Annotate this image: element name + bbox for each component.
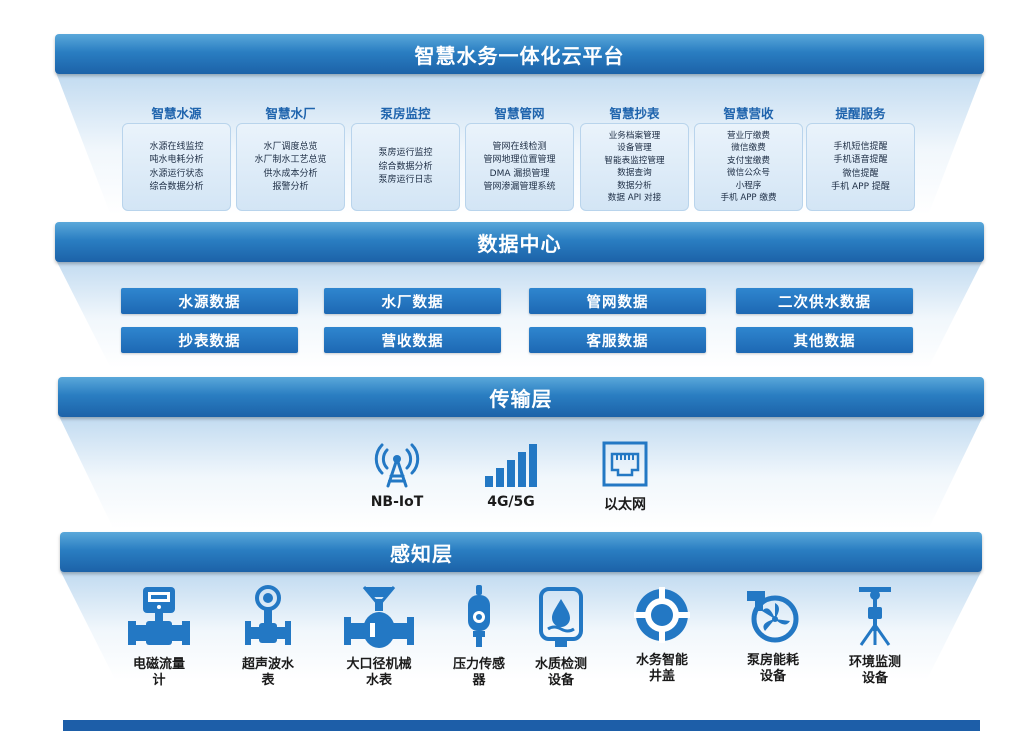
transport-label-4g5g: 4G/5G: [487, 494, 535, 510]
data-chip-revenue: 营收数据: [324, 327, 501, 353]
service-item: 水源运行状态: [149, 168, 204, 179]
pressure-sensor-icon: [468, 585, 490, 647]
pump-energy-device-icon: [747, 591, 799, 643]
data-chip-water-source: 水源数据: [121, 288, 298, 314]
device-label-environment-monitor: 环境监测设备: [848, 655, 901, 686]
large-caliber-meter-icon: [344, 586, 414, 648]
water-quality-device-icon: [539, 587, 583, 647]
transport-label-ethernet: 以太网: [604, 497, 646, 513]
service-item: 泵房运行监控: [378, 148, 433, 159]
service-title: 智慧营收: [723, 106, 774, 121]
service-item: 供水成本分析: [263, 168, 318, 179]
service-item: 微信缴费: [731, 143, 766, 153]
service-item: 微信公众号: [727, 168, 770, 178]
service-item-box: 手机短信提醒手机语音提醒微信提醒手机 APP 提醒: [806, 123, 915, 211]
service-module-6: 提醒服务手机短信提醒手机语音提醒微信提醒手机 APP 提醒: [806, 106, 915, 211]
data-chip-pipe-network: 管网数据: [529, 288, 706, 314]
device-smart-manhole: 水务智能井盖: [612, 585, 712, 685]
service-item: 吨水电耗分析: [149, 155, 204, 166]
service-item: 管网地理位置管理: [483, 155, 556, 166]
platform-title-bar: 智慧水务一体化云平台: [55, 34, 984, 74]
data-chip-customer-service: 客服数据: [529, 327, 706, 353]
service-module-5: 智慧营收营业厅缴费微信缴费支付宝缴费微信公众号小程序手机 APP 缴费: [694, 106, 803, 211]
service-title: 智慧抄表: [609, 106, 660, 121]
transport-label-nbiot: NB-IoT: [370, 494, 424, 510]
transport-item-nbiot: NB-IoT: [352, 440, 442, 510]
data-chip-other: 其他数据: [736, 327, 913, 353]
environment-monitor-icon: [859, 587, 891, 646]
service-item: 手机 APP 提醒: [831, 181, 890, 192]
service-item: 数据分析: [617, 180, 652, 191]
service-item: 手机短信提醒: [833, 141, 888, 152]
service-item-box: 营业厅缴费微信缴费支付宝缴费微信公众号小程序手机 APP 缴费: [694, 123, 803, 211]
service-item: 报警分析: [272, 181, 309, 192]
service-item: 管网渗漏管理系统: [483, 181, 556, 192]
service-item: 数据查询: [617, 168, 652, 178]
device-environment-monitor: 环境监测设备: [825, 585, 925, 687]
service-item: 水源在线监控: [149, 141, 204, 152]
service-module-0: 智慧水源水源在线监控吨水电耗分析水源运行状态综合数据分析: [122, 106, 231, 211]
data-chip-secondary-supply: 二次供水数据: [736, 288, 913, 314]
service-item: 业务档案管理: [608, 130, 661, 141]
data-chip-meter-reading: 抄表数据: [121, 327, 298, 353]
signal-bars-icon: [485, 444, 537, 487]
service-title: 智慧水厂: [265, 106, 316, 121]
device-pressure-sensor: 压力传感器: [429, 585, 529, 689]
device-label-smart-manhole: 水务智能井盖: [635, 653, 688, 684]
device-label-pump-energy: 泵房能耗设备: [746, 653, 799, 684]
antenna-tower-icon: [374, 443, 420, 488]
service-item: 支付宝缴费: [727, 155, 770, 166]
service-item: 水厂调度总览: [263, 141, 318, 152]
service-module-2: 泵房监控泵房运行监控综合数据分析泵房运行日志: [351, 106, 460, 211]
device-electromagnetic-flowmeter: 电磁流量计: [109, 585, 209, 689]
service-item: 数据 API 对接: [607, 193, 662, 203]
transport-title-bar: 传输层: [58, 377, 984, 417]
service-item: 智能表监控管理: [604, 155, 665, 166]
perception-glow: [60, 570, 982, 680]
bottom-strip: [63, 720, 980, 731]
service-item: 泵房运行日志: [378, 175, 433, 186]
service-item-box: 水源在线监控吨水电耗分析水源运行状态综合数据分析: [122, 123, 231, 211]
device-pump-energy: 泵房能耗设备: [723, 585, 823, 685]
service-item-box: 水厂调度总览水厂制水工艺总览供水成本分析报警分析: [236, 123, 345, 211]
service-item: 综合数据分析: [149, 181, 204, 192]
service-item: 微信提醒: [842, 168, 879, 179]
service-item: 水厂制水工艺总览: [254, 155, 327, 166]
service-module-4: 智慧抄表业务档案管理设备管理智能表监控管理数据查询数据分析数据 API 对接: [580, 106, 689, 211]
device-label-electromagnetic-flowmeter: 电磁流量计: [132, 657, 185, 688]
transport-item-ethernet: 以太网: [580, 440, 670, 514]
device-label-large-caliber-meter: 大口径机械水表: [346, 657, 412, 688]
service-item-box: 业务档案管理设备管理智能表监控管理数据查询数据分析数据 API 对接: [580, 123, 689, 211]
service-item: 手机 APP 缴费: [720, 193, 777, 203]
service-title: 泵房监控: [380, 106, 431, 121]
service-title: 智慧管网: [494, 106, 545, 121]
service-item-box: 管网在线检测管网地理位置管理 DMA 漏损管理管网渗漏管理系统: [465, 123, 574, 211]
service-item: 小程序: [735, 180, 762, 191]
perception-title-bar: 感知层: [60, 532, 982, 572]
device-label-water-quality: 水质检测设备: [534, 657, 587, 688]
device-label-ultrasonic-water-meter: 超声波水表: [241, 657, 294, 688]
service-item: 手机语音提醒: [833, 155, 888, 166]
service-item: 营业厅缴费: [727, 130, 770, 141]
service-title: 智慧水源: [151, 106, 202, 121]
ethernet-port-icon: [602, 441, 648, 487]
service-item: 管网在线检测: [492, 141, 547, 152]
service-item: 设备管理: [617, 143, 652, 153]
service-item: 综合数据分析: [378, 161, 433, 172]
device-water-quality: 水质检测设备: [511, 585, 611, 689]
service-item: DMA 漏损管理: [489, 168, 550, 179]
smart-manhole-cover-icon: [634, 587, 690, 643]
device-ultrasonic-water-meter: 超声波水表: [218, 585, 318, 689]
data-chip-water-plant: 水厂数据: [324, 288, 501, 314]
ultrasonic-water-meter-icon: [245, 585, 291, 645]
device-large-caliber-meter: 大口径机械水表: [327, 585, 431, 689]
service-module-3: 智慧管网管网在线检测管网地理位置管理 DMA 漏损管理管网渗漏管理系统: [465, 106, 574, 211]
transport-item-4g5g: 4G/5G: [466, 440, 556, 510]
service-item-box: 泵房运行监控综合数据分析泵房运行日志: [351, 123, 460, 211]
data-center-title-bar: 数据中心: [55, 222, 984, 262]
device-label-pressure-sensor: 压力传感器: [452, 657, 505, 688]
electromagnetic-flowmeter-icon: [128, 587, 190, 645]
service-title: 提醒服务: [835, 106, 886, 121]
service-module-1: 智慧水厂水厂调度总览水厂制水工艺总览供水成本分析报警分析: [236, 106, 345, 211]
